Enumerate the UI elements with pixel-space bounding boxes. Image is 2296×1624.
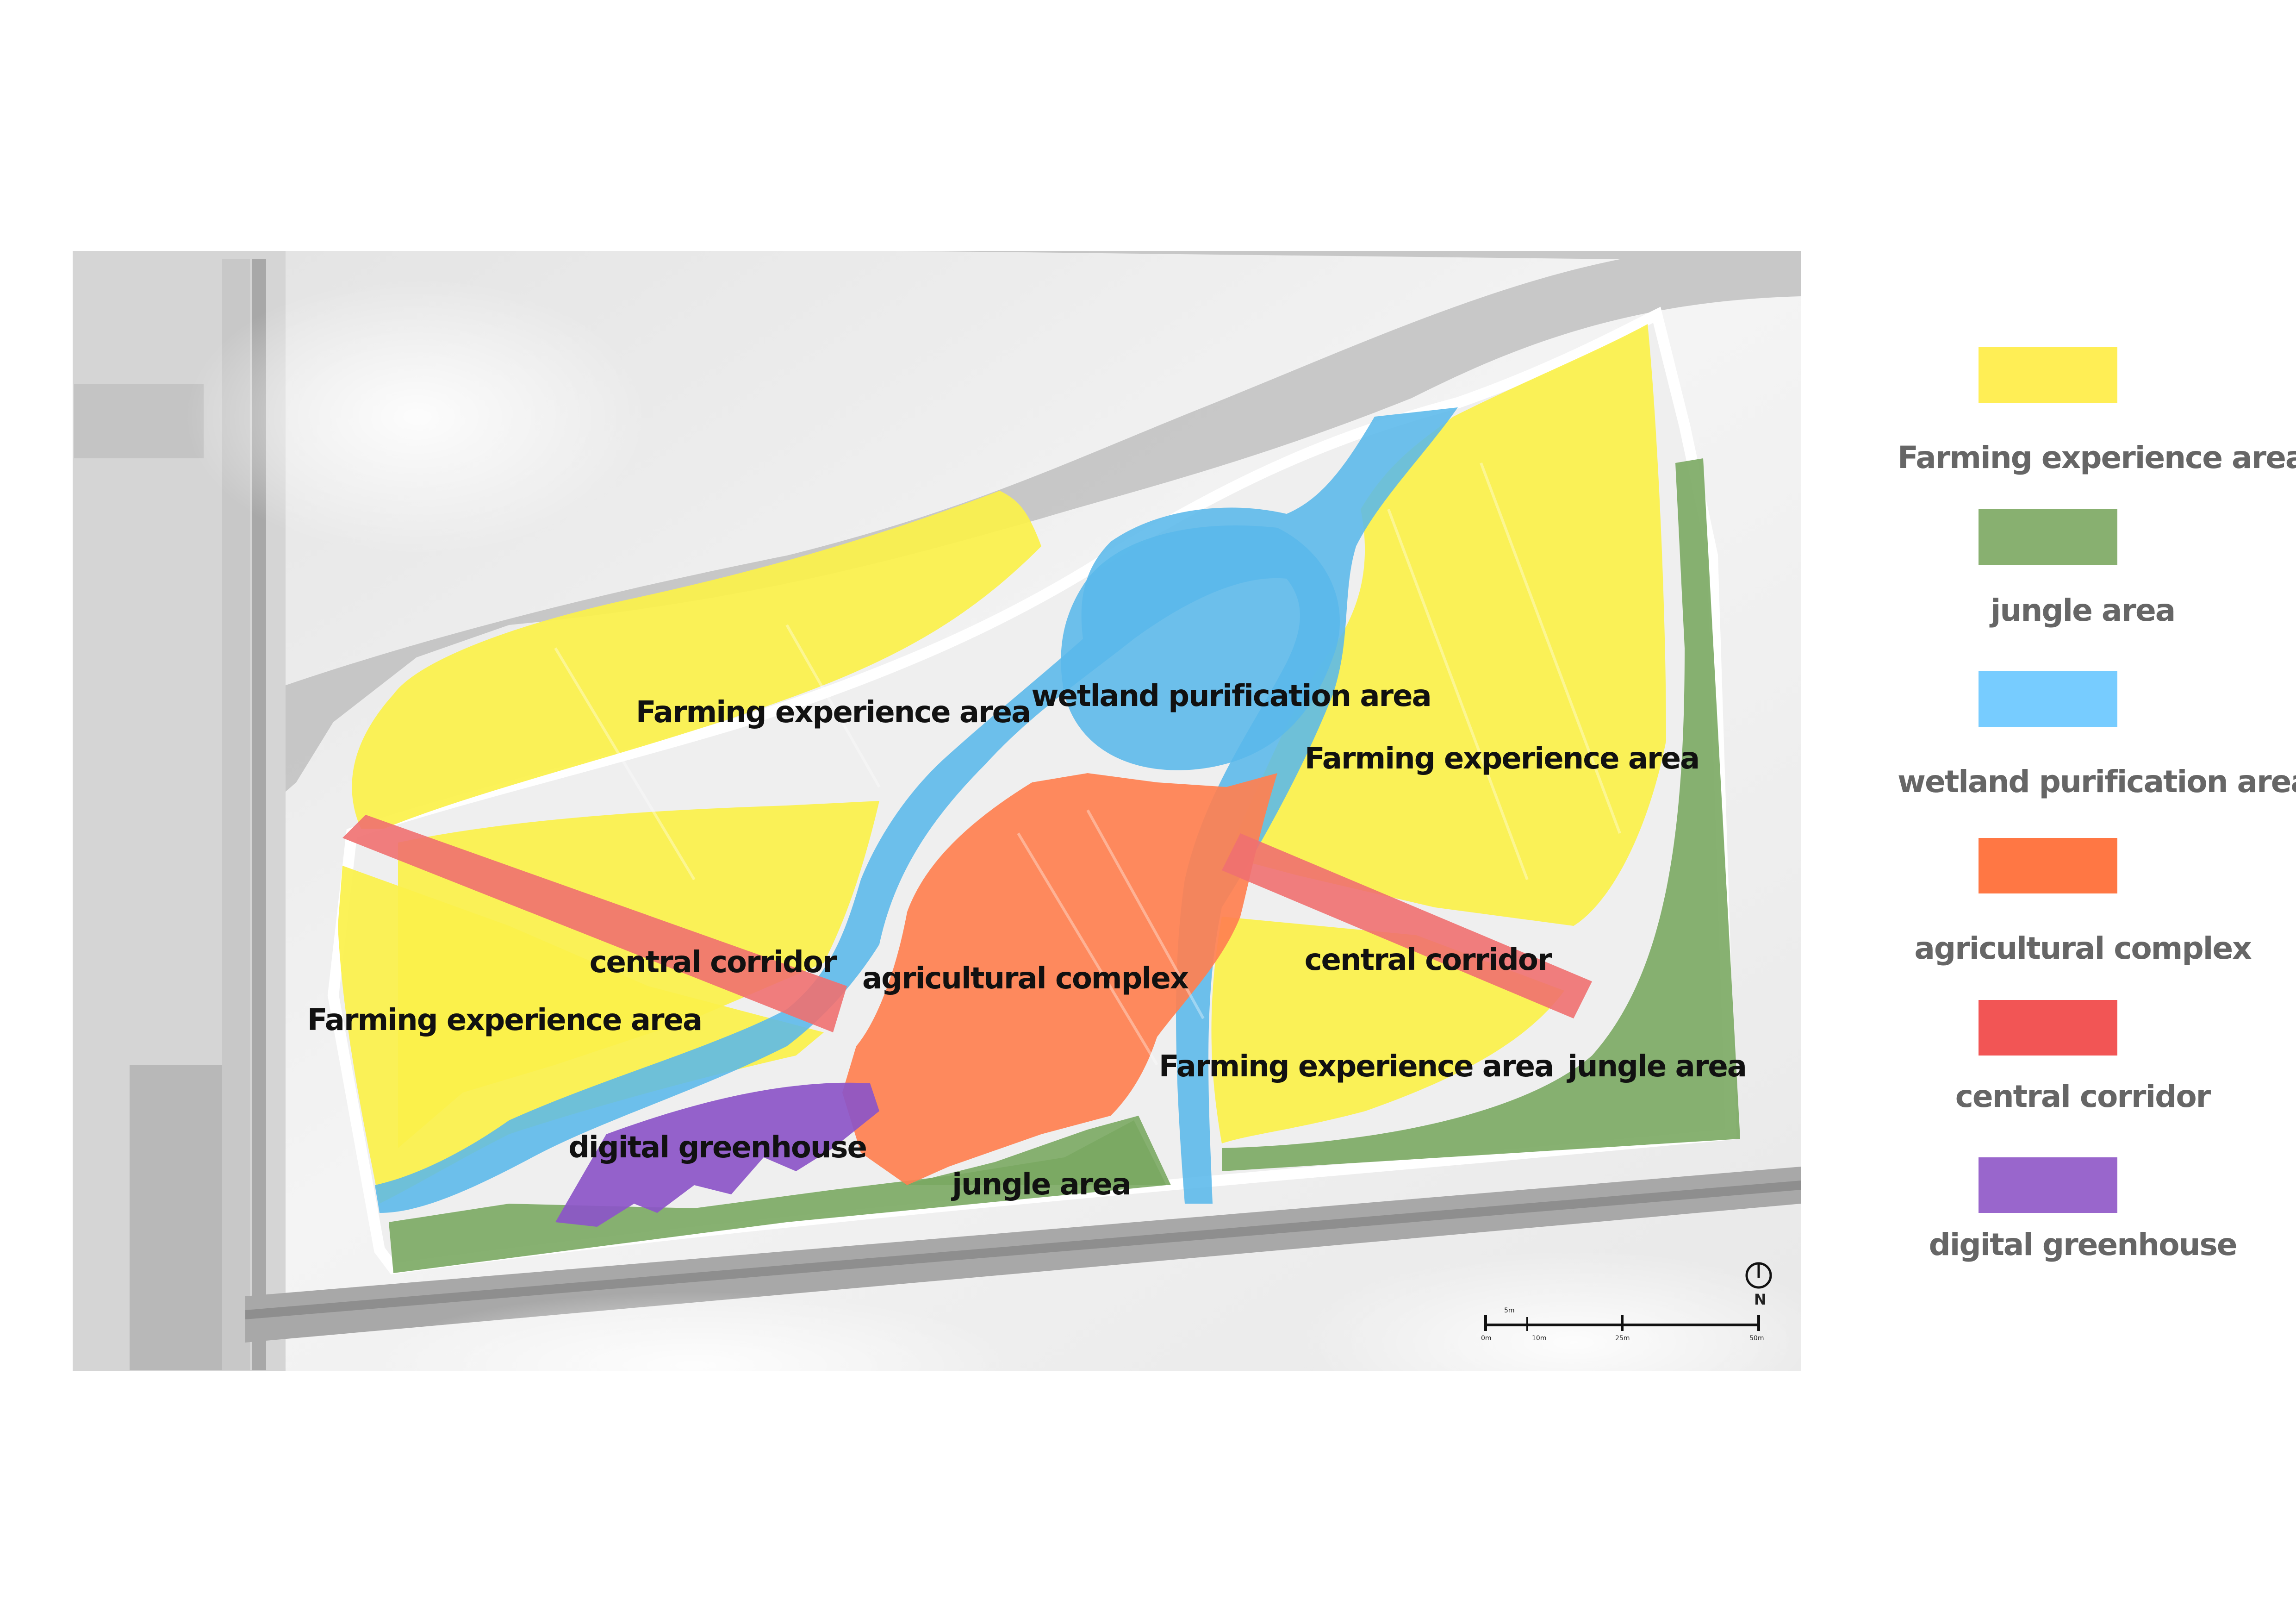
scale-label-10: 10m bbox=[1532, 1335, 1546, 1342]
legend-swatch-agri bbox=[1979, 838, 2117, 893]
farming-area-upper-left bbox=[352, 491, 1042, 829]
agricultural-complex bbox=[842, 773, 1277, 1185]
central-corridor-right bbox=[1222, 833, 1592, 1018]
scale-label-5: 5m bbox=[1504, 1307, 1515, 1314]
river bbox=[259, 251, 1801, 815]
label-wetland: wetland purification area bbox=[1031, 679, 1431, 713]
scale-bar: 0m 5m 10m 25m 50m bbox=[1481, 1307, 1764, 1342]
legend-swatch-greenhouse bbox=[1979, 1157, 2117, 1213]
label-corridor-right: central corridor bbox=[1305, 943, 1552, 977]
north-label: N bbox=[1754, 1291, 1767, 1308]
wetland-purification-area bbox=[375, 407, 1458, 1213]
scale-label-25: 25m bbox=[1615, 1335, 1630, 1342]
cloud bbox=[370, 1292, 1018, 1440]
legend-label-corridor: central corridor bbox=[1955, 1079, 2211, 1114]
legend-swatch-jungle bbox=[1979, 509, 2117, 565]
digital-greenhouse bbox=[555, 1082, 879, 1227]
site-texture bbox=[554, 462, 1621, 1066]
label-farming-upper-left: Farming experience area bbox=[636, 695, 1030, 730]
farming-area-left bbox=[338, 866, 824, 1204]
label-farming-upper-right: Farming experience area bbox=[1305, 742, 1699, 776]
wetland-center-blob bbox=[1061, 525, 1340, 770]
farming-area-upper-right bbox=[1226, 324, 1666, 926]
jungle-area-bottom bbox=[389, 1120, 1166, 1273]
north-arrow-icon: N bbox=[1745, 1262, 1772, 1308]
legend-label-wetland: wetland purification area bbox=[1898, 764, 2296, 800]
label-corridor-left: central corridor bbox=[590, 945, 837, 980]
legend-label-jungle: jungle area bbox=[1990, 593, 2176, 628]
legend-label-greenhouse: digital greenhouse bbox=[1929, 1227, 2237, 1262]
left-building bbox=[74, 384, 204, 458]
jungle-area-right bbox=[1222, 458, 1740, 1171]
bottom-road-inner bbox=[245, 1181, 1801, 1319]
jungle-area-center bbox=[902, 1116, 1171, 1185]
label-agricultural-complex: agricultural complex bbox=[862, 962, 1189, 996]
label-jungle-bottom: jungle area bbox=[951, 1168, 1131, 1202]
cloud bbox=[1296, 1250, 1851, 1435]
left-building bbox=[130, 1065, 222, 1370]
legend-swatch-wetland bbox=[1979, 671, 2117, 727]
scale-label-0: 0m bbox=[1481, 1335, 1492, 1342]
legend-label-agri: agricultural complex bbox=[1914, 931, 2252, 966]
legend-swatch-farming bbox=[1979, 347, 2117, 403]
scale-label-50: 50m bbox=[1749, 1335, 1764, 1342]
label-farming-lower-right: Farming experience area bbox=[1159, 1049, 1553, 1084]
legend-swatch-corridor bbox=[1979, 1000, 2117, 1056]
label-jungle-right: jungle area bbox=[1566, 1049, 1746, 1084]
label-farming-left: Farming experience area bbox=[307, 1003, 702, 1037]
cloud bbox=[185, 278, 648, 556]
central-corridor-left bbox=[342, 815, 847, 1032]
label-digital-greenhouse: digital greenhouse bbox=[568, 1131, 866, 1165]
legend-label-farming: Farming experience area bbox=[1898, 440, 2296, 475]
